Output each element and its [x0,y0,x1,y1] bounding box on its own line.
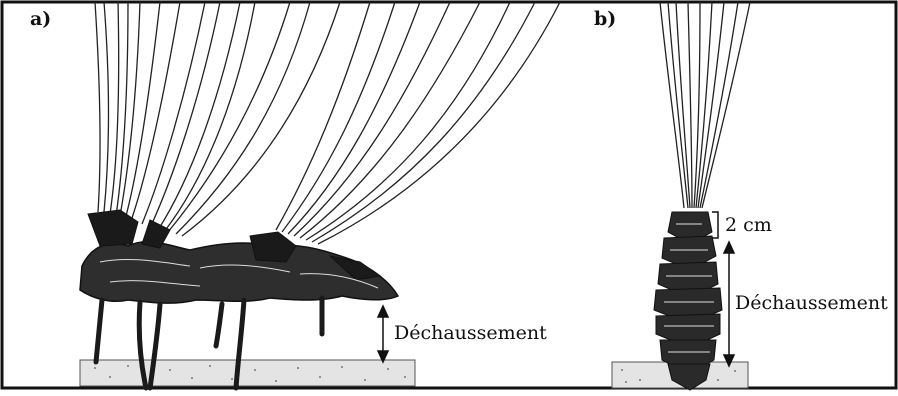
panel-b-drawing [612,2,750,390]
panel-b-bracket [712,212,718,238]
panel-b-arrow [724,242,734,366]
panel-a-label: a) [30,8,51,30]
panel-b-label: b) [594,8,616,30]
panel-b-2cm-label: 2 cm [725,214,772,236]
panel-a-soil [80,360,415,386]
panel-a-arrow [378,306,388,362]
panel-a-leaves [95,2,560,244]
panel-b-dechaussement-label: Déchaussement [735,292,888,314]
panel-b-leaves [660,2,750,208]
panel-a-dechaussement-label: Déchaussement [394,322,547,344]
